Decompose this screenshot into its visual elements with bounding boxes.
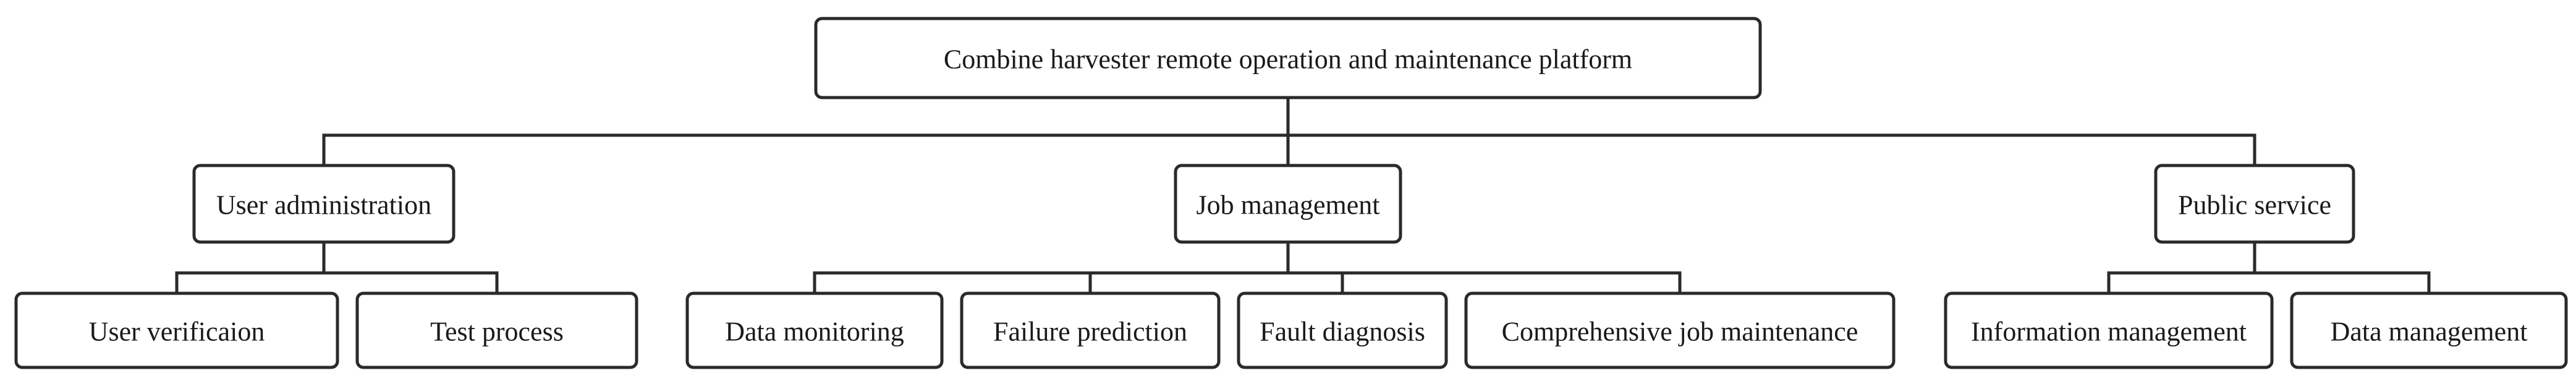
root-node: Combine harvester remote operation and m… bbox=[814, 17, 1762, 99]
node-fault-diagnosis: Fault diagnosis bbox=[1237, 291, 1448, 369]
node-comprehensive-job-maintenance-label: Comprehensive job maintenance bbox=[1502, 317, 1858, 347]
node-data-monitoring-label: Data monitoring bbox=[725, 317, 904, 347]
node-information-management-label: Information management bbox=[1971, 317, 2247, 347]
node-data-management-label: Data management bbox=[2331, 317, 2528, 347]
node-public-service-label: Public service bbox=[2178, 190, 2331, 220]
node-user-administration-label: User administration bbox=[216, 190, 431, 220]
node-information-management: Information management bbox=[1944, 291, 2274, 369]
node-test-process: Test process bbox=[355, 291, 638, 369]
node-data-management: Data management bbox=[2290, 291, 2568, 369]
node-job-management-label: Job management bbox=[1197, 190, 1380, 220]
node-test-process-label: Test process bbox=[430, 317, 564, 347]
connectors bbox=[175, 96, 2431, 295]
node-user-administration: User administration bbox=[192, 164, 455, 244]
node-public-service: Public service bbox=[2154, 164, 2355, 244]
node-comprehensive-job-maintenance: Comprehensive job maintenance bbox=[1464, 291, 1896, 369]
node-user-verificaion: User verificaion bbox=[14, 291, 339, 369]
node-fault-diagnosis-label: Fault diagnosis bbox=[1260, 317, 1425, 347]
node-failure-prediction: Failure prediction bbox=[960, 291, 1221, 369]
node-failure-prediction-label: Failure prediction bbox=[993, 317, 1187, 347]
node-job-management: Job management bbox=[1174, 164, 1402, 244]
node-user-verificaion-label: User verificaion bbox=[89, 317, 265, 347]
root-node-label: Combine harvester remote operation and m… bbox=[944, 44, 1632, 75]
node-data-monitoring: Data monitoring bbox=[685, 291, 944, 369]
